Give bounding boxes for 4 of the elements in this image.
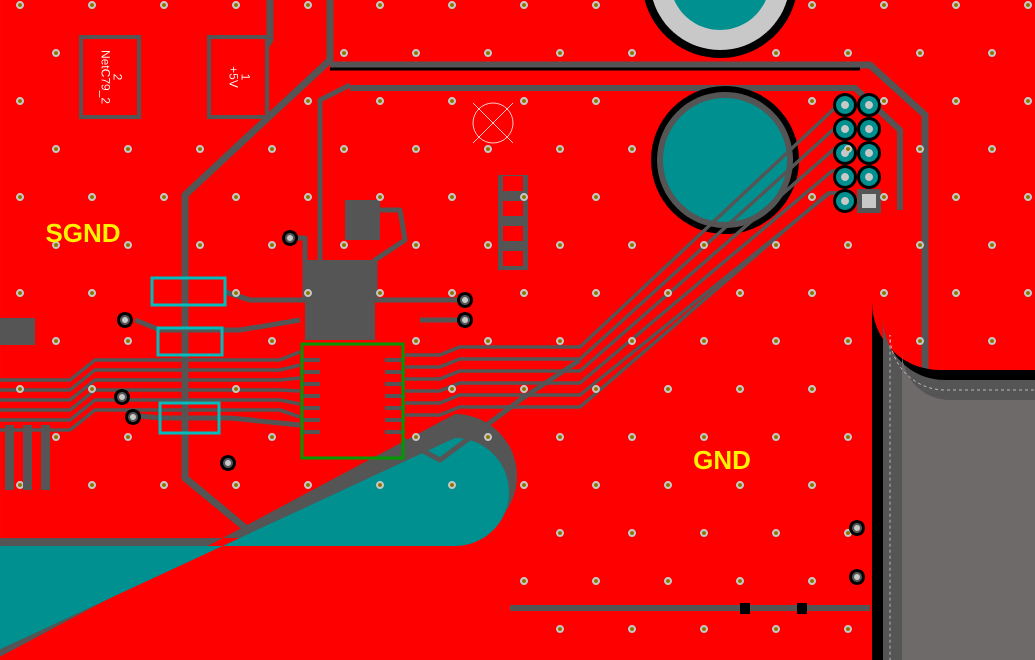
pad: 1 +5V bbox=[207, 35, 269, 119]
pad: 2 NetC79_2 bbox=[79, 35, 141, 119]
net-label: SGND bbox=[46, 223, 120, 243]
net-label: GND bbox=[694, 450, 750, 470]
